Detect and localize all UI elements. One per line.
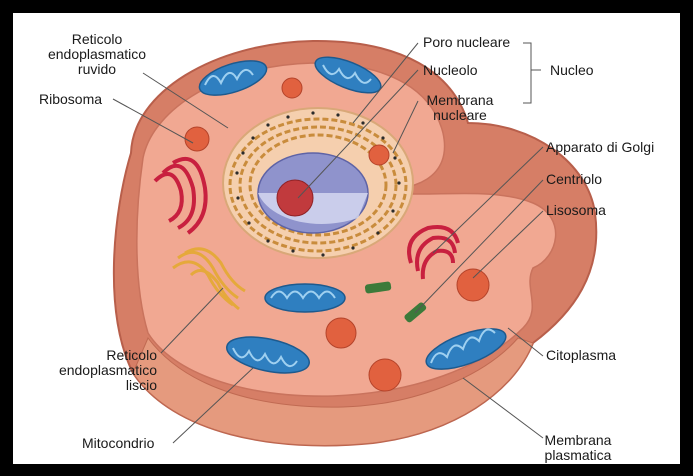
mitochondrion-3 [265,284,345,312]
label-cytoplasm: Citoplasma [546,348,616,363]
label-lysosome: Lisosoma [546,203,606,218]
label-centriole: Centriolo [546,172,602,187]
nucleolus-shape [277,180,313,216]
label-nuclear-pore: Poro nucleare [423,35,510,50]
label-ribosome: Ribosoma [39,92,102,107]
label-golgi: Apparato di Golgi [546,140,654,155]
label-nucleus: Nucleo [550,63,594,78]
label-nuclear-membrane: Membrana nucleare [415,93,505,123]
label-mitochondrion: Mitocondrio [82,436,154,451]
label-rough-er: Reticolo endoplasmatico ruvido [37,32,157,77]
label-plasma-membrane: Membrana plasmatica [533,433,623,463]
label-nucleolus: Nucleolo [423,63,477,78]
diagram-panel: Reticolo endoplasmatico ruvido Ribosoma … [13,13,680,464]
label-smooth-er: Reticolo endoplasmatico liscio [29,348,157,393]
cell-illustration [13,13,680,464]
